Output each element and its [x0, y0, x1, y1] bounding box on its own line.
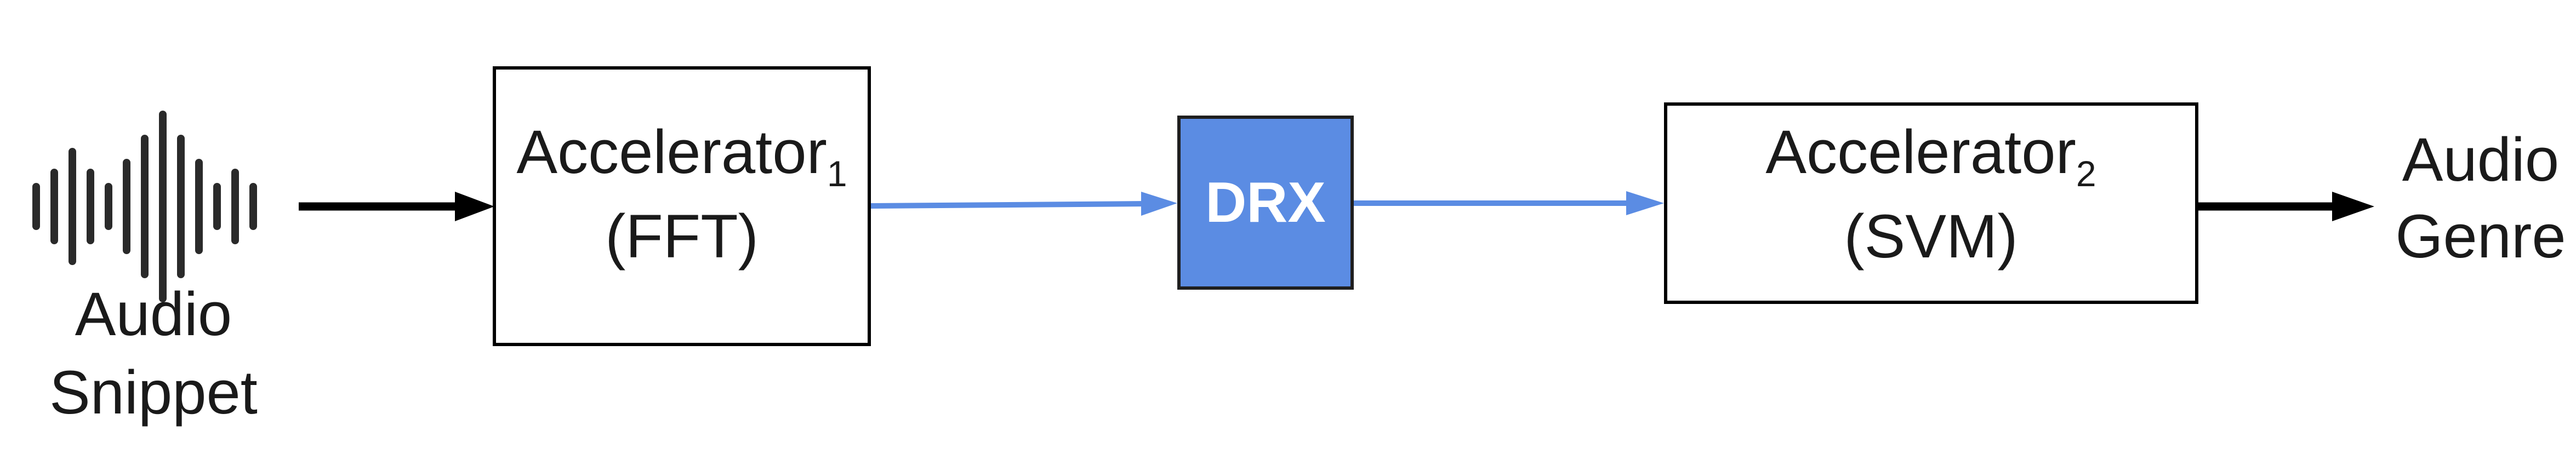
accelerator2-name: Accelerator2: [1765, 118, 2096, 194]
output-label-line2: Genre: [2395, 202, 2566, 271]
arrow-input-to-accelerator1: [299, 192, 494, 221]
output-label-line1: Audio: [2402, 125, 2559, 194]
input-label-line2: Snippet: [49, 358, 258, 427]
accelerator1-name: Accelerator1: [516, 118, 847, 194]
accelerator1-function: (FFT): [605, 202, 759, 271]
drx-block: DRX: [1177, 116, 1354, 290]
accelerator2-box: Accelerator2 (SVM): [1664, 102, 2198, 304]
arrow-accelerator2-to-output: [2198, 192, 2374, 221]
arrow-drx-to-accelerator2: [1354, 191, 1664, 215]
input-label-line1: Audio: [75, 280, 232, 348]
audio-waveform-icon: [32, 111, 257, 302]
drx-label: DRX: [1205, 171, 1326, 234]
accelerator2-function: (SVM): [1844, 202, 2018, 271]
accelerator1-box: Accelerator1 (FFT): [493, 66, 871, 346]
arrow-accelerator1-to-drx: [870, 192, 1177, 216]
